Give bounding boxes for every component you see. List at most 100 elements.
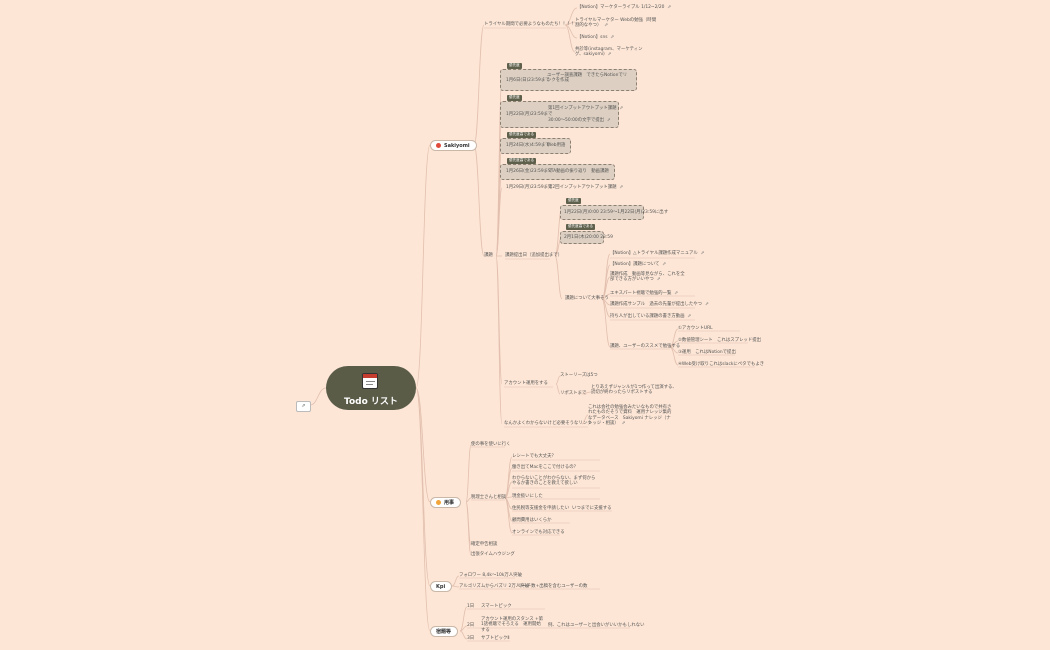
- external-link-icon: ⇗: [607, 52, 612, 58]
- youji-sub[interactable]: 働き出てMacをここで付けるの？: [512, 465, 578, 470]
- external-link-icon: ⇗: [687, 314, 692, 319]
- checklist-item[interactable]: ①アカウントURL: [678, 326, 713, 331]
- connector: [309, 387, 327, 406]
- calendar-icon: [362, 373, 378, 389]
- trial-item[interactable]: 共診等(instagram、マーケティング、sakiyomi)⇗: [575, 47, 643, 58]
- about-item[interactable]: エキスパート視聴で勉強的一覧⇗: [610, 291, 679, 296]
- youji-sub[interactable]: 顧問費用はいくらか: [512, 518, 552, 523]
- youji-sub-note[interactable]: いつまでに支援する: [572, 506, 612, 511]
- homework-value[interactable]: アカウント運用のスタンス +第1話視聴でそろえる 運用開始する: [481, 617, 544, 633]
- youji-item[interactable]: 使の事を使いに行く: [471, 442, 511, 447]
- connector: [564, 24, 576, 53]
- task-box[interactable]: [560, 231, 604, 244]
- youji-sub[interactable]: わからないことがわからない、まず何からやるか書きのことを教えて欲しい: [512, 476, 596, 487]
- youji-sub[interactable]: 住民税等支援金を申請したい: [512, 506, 570, 511]
- task-box[interactable]: [500, 69, 637, 91]
- homework-key[interactable]: 1日: [467, 604, 475, 609]
- homework-note[interactable]: 例、これはユーザーと出会いがいいかもしれない: [548, 623, 645, 628]
- connector: [415, 387, 431, 632]
- connector: [473, 24, 485, 146]
- checklist-item[interactable]: ④Web受け取りこれはslackにペタでもよき: [678, 362, 765, 367]
- connector: [581, 391, 592, 395]
- branch-sakiyomi[interactable]: Sakiyomi: [430, 140, 477, 151]
- branch-label: Sakiyomi: [444, 143, 470, 149]
- homework-value[interactable]: サブトピックⅡ: [481, 636, 510, 641]
- about-item[interactable]: 持ち人が出している課題の書き方動画⇗: [610, 314, 692, 319]
- youji-sub[interactable]: レシートでも大丈夫？: [512, 454, 556, 459]
- connector: [554, 255, 563, 300]
- account-item[interactable]: リポストまで: [560, 391, 587, 396]
- misc-note[interactable]: これは会社の勉強会みたいなもので共有されたものだそうで資料 運用ナレッジ集的なデ…: [588, 405, 672, 427]
- connector: [601, 253, 611, 300]
- homework-value[interactable]: スマートピック: [481, 604, 512, 609]
- connector: [415, 387, 431, 503]
- youji-sub[interactable]: オンラインでも対応できる: [512, 530, 565, 535]
- task-box[interactable]: [500, 101, 619, 128]
- kpi-item[interactable]: フォロワー 8,4k〜10k万人突破: [459, 573, 522, 578]
- node-account[interactable]: アカウント運用をする: [504, 381, 548, 386]
- trial-item[interactable]: 【Notion】sns⇗: [577, 35, 615, 40]
- task-box[interactable]: [560, 205, 644, 220]
- node-about[interactable]: 課題について大事そう: [565, 296, 609, 301]
- external-link-icon: ⇗: [705, 302, 709, 307]
- task-date[interactable]: 1月29日(月)23:59まで: [506, 185, 553, 190]
- about-item[interactable]: 課題作成サンプル 過去の先輩が提出したやつ⇗: [610, 302, 709, 307]
- task-text: 第1回インプットアウトプット課題⇗: [548, 106, 624, 111]
- checklist-item[interactable]: ③運用 これはNotionで提出: [678, 350, 736, 355]
- task-text[interactable]: 第2回インプットアウトプット課題⇗: [548, 185, 624, 190]
- connector: [581, 414, 589, 425]
- account-note[interactable]: とりあえずジャンルが1つ作って出演する、読切が終わったらリポストする: [591, 385, 677, 396]
- homework-key[interactable]: 2日: [467, 623, 475, 628]
- task-date: 1月26日(金)23:59まで: [506, 169, 553, 174]
- account-item[interactable]: ストーリーズは5つ: [560, 373, 598, 378]
- connector: [601, 298, 611, 348]
- task-text: 30:00〜50:00の文字で提出⇗: [548, 118, 611, 123]
- youji-group[interactable]: 税理士さんと相談: [471, 495, 507, 500]
- external-link-icon: ⇗: [667, 5, 672, 10]
- trial-item[interactable]: トライヤルマーケター Webの勉強（時間割的なやつ）⇗: [575, 18, 657, 29]
- node-tasks[interactable]: 課題: [484, 253, 493, 258]
- kpi-item[interactable]: アルゴリズムからバズリ 2万人突破: [459, 584, 529, 589]
- connector: [601, 276, 611, 300]
- connector: [564, 24, 578, 39]
- branch-label: Kpi: [436, 584, 446, 590]
- task-box[interactable]: [500, 164, 615, 180]
- connector: [504, 497, 513, 534]
- connector: [495, 255, 503, 425]
- task-box[interactable]: [500, 138, 571, 154]
- node-trial[interactable]: トライヤル期間で必要ようなものたち！！！！: [484, 22, 577, 27]
- task-date: 1月22日(月)23:59まで: [506, 112, 553, 117]
- connector: [451, 575, 460, 587]
- about-item[interactable]: 課題、ユーザーのススメで勉強する: [610, 344, 681, 349]
- kpi-note[interactable]: リーチ数+出稿を含むユーザーの数: [518, 584, 588, 589]
- external-link-icon: ⇗: [604, 23, 609, 29]
- branch-youji[interactable]: 用事: [430, 497, 462, 508]
- youji-item[interactable]: 出張タイムハウジング: [471, 552, 515, 557]
- about-item[interactable]: 【Notion】△トライヤル課題作成マニュアル⇗: [610, 251, 705, 256]
- branch-kpi[interactable]: Kpi: [430, 581, 453, 592]
- external-link-icon: ⇗: [610, 35, 615, 40]
- connector: [555, 383, 561, 395]
- connector: [415, 144, 431, 389]
- external-link-icon: ⇗: [619, 106, 624, 111]
- external-link-icon: ⇗: [621, 421, 626, 427]
- branch-homework[interactable]: 宿題等: [430, 626, 459, 637]
- root-title: Todo リスト: [344, 397, 398, 407]
- about-item[interactable]: 【Notion】課題について⇗: [610, 262, 667, 267]
- trial-item[interactable]: 【Notion】マーケターライブル 1/12~2/20⇗: [577, 5, 672, 10]
- connector: [504, 481, 513, 499]
- external-link-icon: ⇗: [619, 185, 624, 190]
- priority-tag: 優先度高である: [507, 158, 537, 164]
- youji-item[interactable]: 確定申告相談: [471, 542, 498, 547]
- external-link-icon: ⇗: [656, 277, 661, 283]
- about-item[interactable]: 課題作成 動画等見ながら、これを全部できる方がいいやつ⇗: [610, 272, 685, 283]
- youji-sub[interactable]: 現金扱いにした: [512, 494, 543, 499]
- checklist-item[interactable]: ②数値管理シート これはスプレッド提出: [678, 338, 761, 343]
- root-node[interactable]: Todo リスト: [326, 366, 416, 410]
- node-submission[interactable]: 課題提出日（追加提出まで）: [505, 253, 563, 258]
- external-link-icon[interactable]: ⇗: [296, 401, 311, 412]
- homework-key[interactable]: 3日: [467, 636, 475, 641]
- node-misc[interactable]: なんかよくわからないけど必要そうなリンク: [504, 421, 592, 426]
